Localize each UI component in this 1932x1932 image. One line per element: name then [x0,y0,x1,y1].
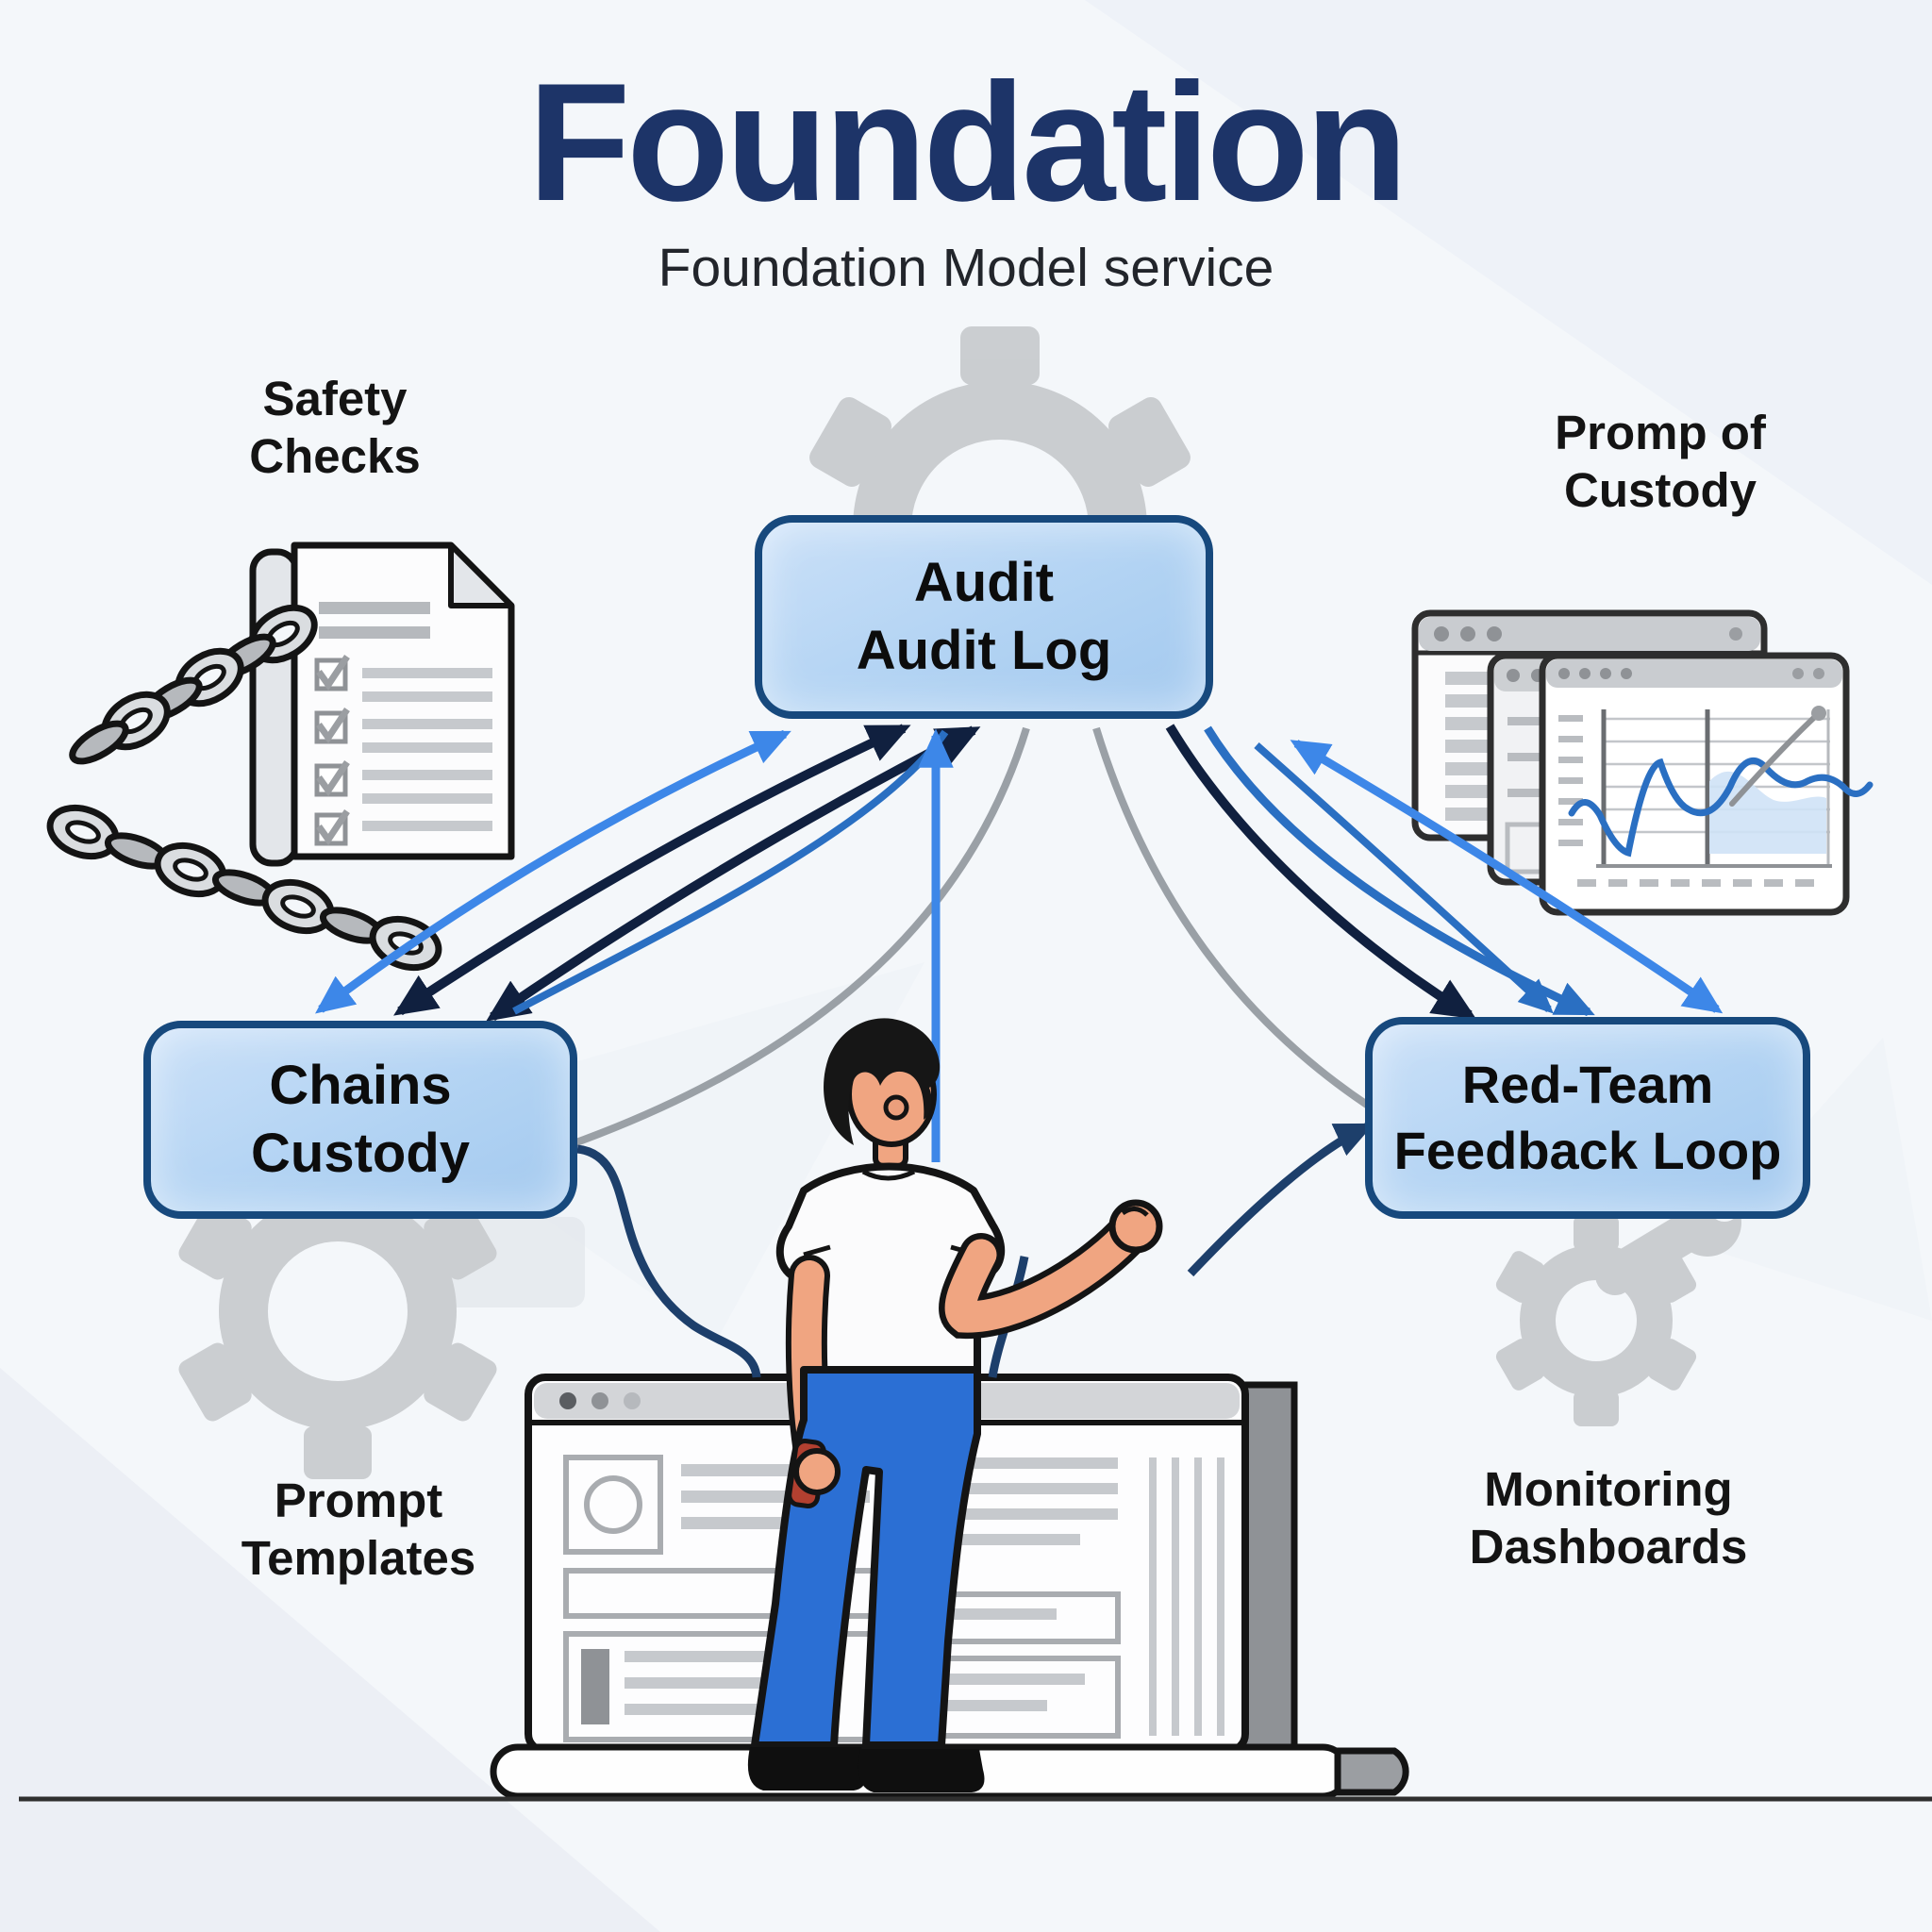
page-subtitle: Foundation Model service [658,237,1274,298]
curve-audit-chains-grey [564,726,1030,1150]
node-chains-custody: Chains Custody [143,1021,577,1219]
arrow-hand-to-redteam [1187,1122,1374,1277]
node-red-team-feedback-loop: Red-Team Feedback Loop [1365,1017,1810,1219]
chain-icon [69,604,318,765]
curve-audit-redteam-grey [1092,726,1410,1134]
gear-wrench-icon [1495,1189,1741,1426]
label-promp-of-custody: Promp of Custody [1555,406,1766,518]
person-illustration [747,1018,1163,1792]
node-audit-log: Audit Audit Log [755,515,1213,719]
label-safety-checks: Safety Checks [249,372,421,484]
dashboard-windows-icon [1411,609,1874,916]
curve-audit-chains-midblue [512,729,949,1015]
label-monitoring-dashboards: Monitoring Dashboards [1469,1462,1748,1574]
curve-chains-to-laptop [576,1144,761,1378]
checklist-document-icon [249,541,515,867]
page-title: Foundation [527,48,1408,236]
arrow-audit-chains-navy-2 [486,725,981,1022]
label-prompt-templates: Prompt Templates [241,1474,476,1586]
arrow-audit-redteam-lightblue [1290,740,1724,1014]
